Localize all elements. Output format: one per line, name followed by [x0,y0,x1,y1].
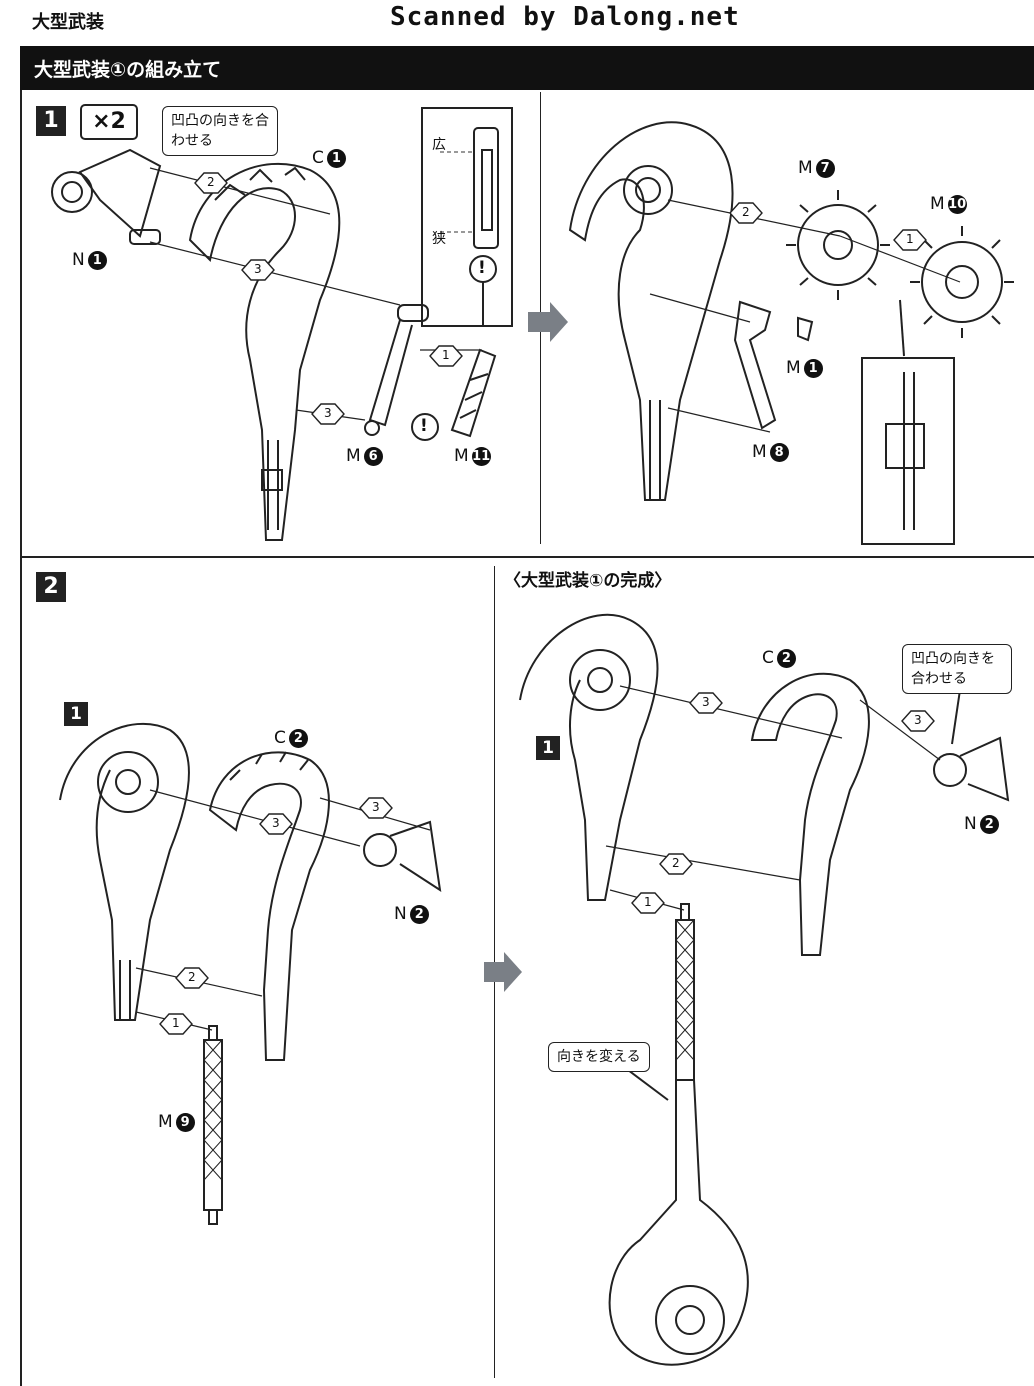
part-m1-bracket [733,300,814,430]
quantity-box: ×2 [80,104,138,140]
align-callout-completion: 凹凸の向きを合わせる [902,644,1012,694]
wide-label: 広 [432,137,446,153]
order-number: 3 [254,262,262,276]
part-assembled-frame [568,121,734,501]
order-number: 3 [372,800,380,814]
order-number: 1 [906,232,914,246]
order-number: 3 [914,713,922,727]
rotate-callout: 向きを変える [548,1042,650,1072]
part-c1-frame [188,162,341,541]
warning-icon-2: ! [420,416,428,436]
warning-marks [411,255,497,441]
part-completed-rod [675,903,695,1081]
narrow-label: 狭 [432,231,446,247]
part-c2-frame [208,751,330,1061]
detail-inset-box [421,107,513,327]
completion-title: 〈大型武装①の完成〉 [504,571,672,591]
order-markers [159,172,935,1035]
order-number: 3 [702,695,710,709]
instruction-frame [20,90,1034,1386]
part-completed-assembly [608,1079,749,1366]
step-divider-horizontal [20,556,1034,558]
part-sub-assembly-1 [59,722,190,1021]
part-m9-rod [203,1025,223,1225]
section-header-bar [20,46,1034,90]
completion-ref-badge: 1 [536,736,560,760]
part-m7-sprocket [786,190,890,300]
part-completed-n2 [933,736,1010,802]
order-number: 1 [172,1016,180,1030]
order-number: 2 [742,205,750,219]
part-m6-piston [364,304,429,436]
step-1-badge: 1 [36,106,66,136]
order-number: 1 [442,348,450,362]
section-title: 大型武装①の組み立て [34,59,222,81]
part-n2-arm [363,820,442,893]
proceed-arrows [484,302,568,992]
warning-icon: ! [478,258,486,278]
part-completed-top [519,613,659,901]
order-number: 2 [672,856,680,870]
part-m11-sleeve [450,348,497,438]
step-2-badge: 2 [36,572,66,602]
order-number: 2 [207,175,215,189]
part-m10-sprocket [910,226,1014,338]
sub-assembly-ref-badge: 1 [64,702,88,726]
scan-credit: Scanned by Dalong.net [390,2,740,32]
page-header-title: 大型武装 [32,12,104,33]
align-callout-step1: 凹凸の向きを合わせる [162,106,278,156]
order-number: 3 [272,816,280,830]
detail-inset-box-2 [861,357,955,545]
order-number: 1 [644,895,652,909]
order-number: 3 [324,406,332,420]
part-n1-arm [51,148,162,245]
part-completed-c2 [750,672,870,956]
order-number: 2 [188,970,196,984]
